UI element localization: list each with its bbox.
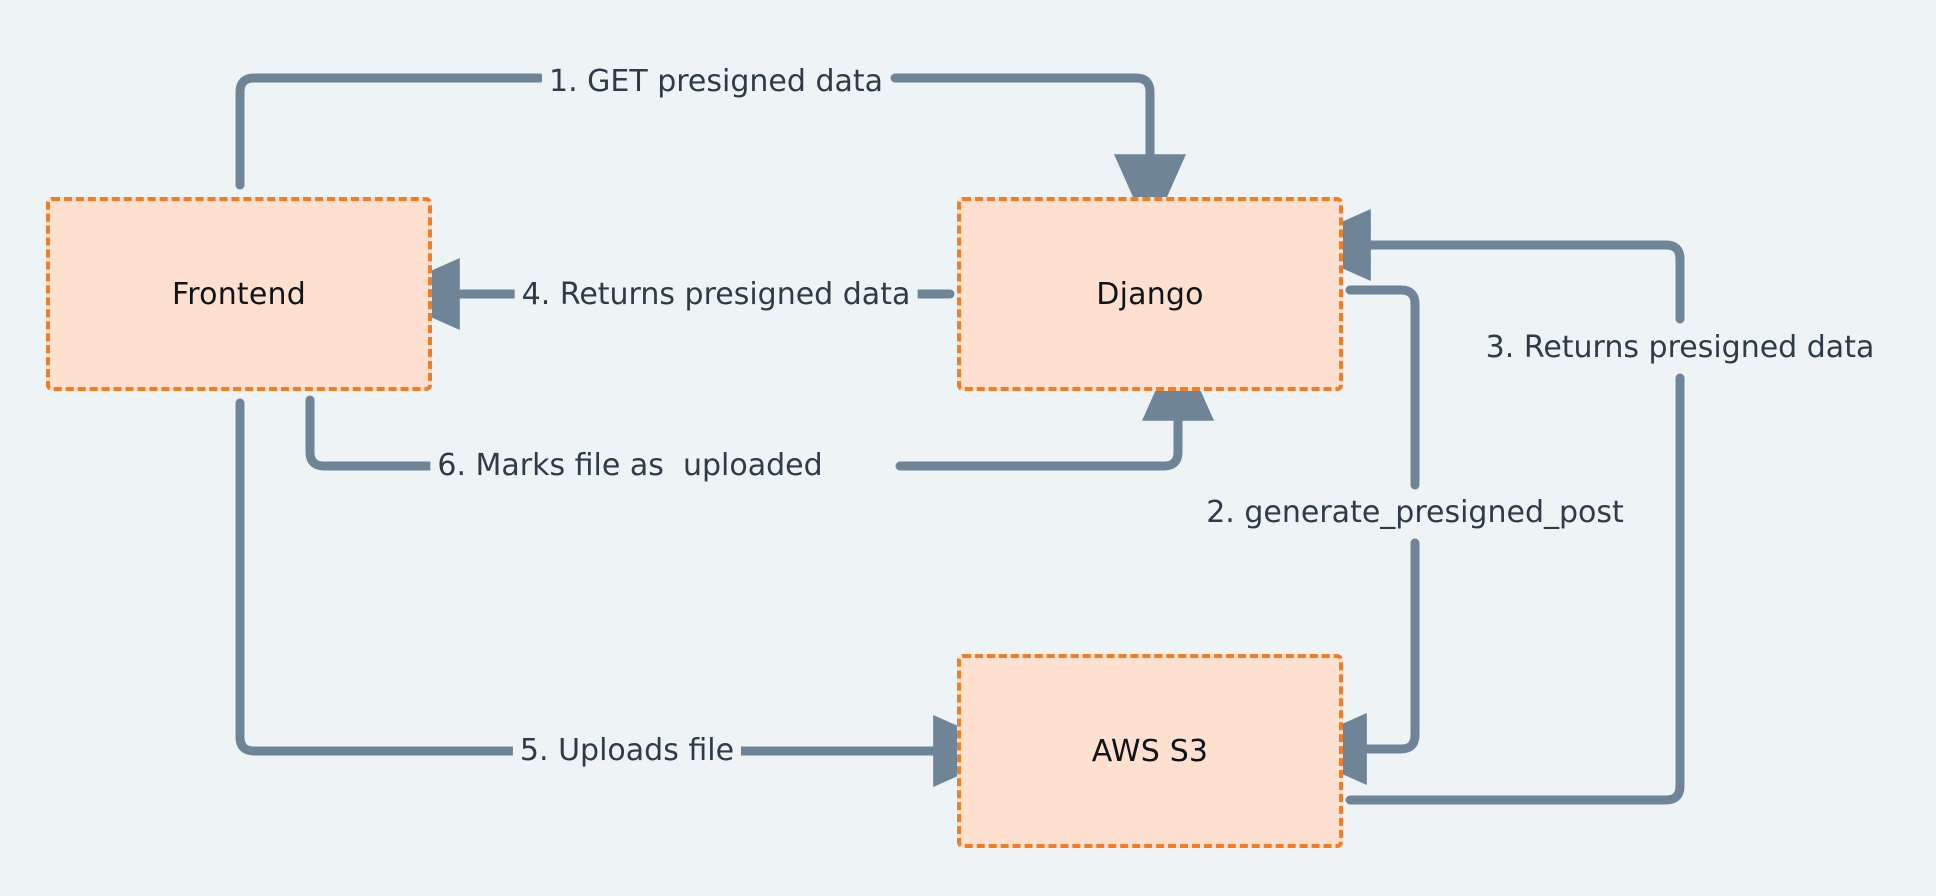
edge-label-step2: 2. generate_presigned_post — [1199, 496, 1631, 530]
edge-step1-segment-a — [235, 73, 545, 190]
node-frontend[interactable]: Frontend — [46, 197, 432, 391]
edge-step3-segment-b — [1289, 209, 1685, 324]
node-django[interactable]: Django — [957, 197, 1343, 391]
edge-step6-segment-a — [305, 395, 496, 471]
edge-step5-segment-a — [235, 398, 521, 756]
edge-step3-segment-a — [1345, 373, 1685, 805]
node-aws-s3-label: AWS S3 — [1091, 733, 1209, 769]
edge-step6-segment-b — [895, 339, 1214, 471]
edge-step2-segment-b — [1285, 538, 1420, 785]
node-frontend-label: Frontend — [172, 276, 306, 312]
edge-label-step3: 3. Returns presigned data — [1478, 331, 1882, 365]
edge-label-step1: 1. GET presigned data — [541, 65, 891, 99]
edge-label-step5: 5. Uploads file — [512, 734, 742, 768]
node-aws-s3[interactable]: AWS S3 — [957, 654, 1343, 848]
edge-step1-segment-b — [890, 73, 1186, 236]
node-django-label: Django — [1096, 276, 1204, 312]
edge-label-step6: 6. Marks file as uploaded — [430, 449, 830, 483]
edge-step2-segment-a — [1345, 285, 1420, 490]
edge-label-step4: 4. Returns presigned data — [514, 278, 918, 312]
